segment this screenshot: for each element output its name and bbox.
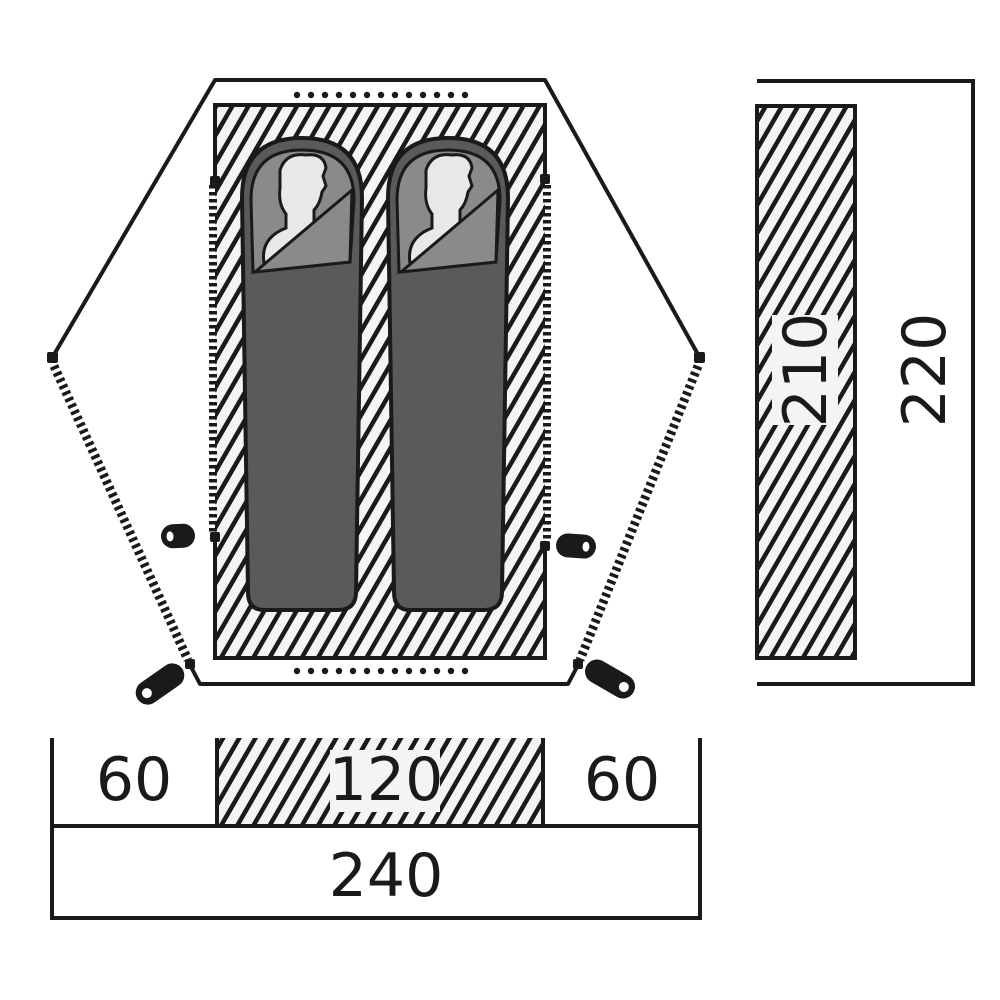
person-icon — [407, 153, 474, 265]
pole-end-icon — [573, 659, 583, 669]
vent-dot — [419, 667, 427, 675]
vent-dots-bottom — [293, 667, 469, 675]
vent-dots-top — [293, 91, 469, 99]
pole-end-icon — [47, 352, 58, 363]
vent-dot — [461, 667, 469, 675]
total-width-label: 240 — [329, 841, 444, 911]
vent-dot — [335, 667, 343, 675]
total-length-label: 220 — [890, 313, 960, 428]
tent-fly-outline — [50, 78, 702, 686]
pole-end-icon — [185, 659, 195, 669]
vent-dot — [391, 91, 399, 99]
vent-dot — [321, 667, 329, 675]
vestibule-right-width-label: 60 — [584, 745, 660, 815]
vent-dot — [293, 667, 301, 675]
vent-dot — [377, 91, 385, 99]
tent-stake-icon — [135, 663, 185, 705]
vent-dot — [321, 91, 329, 99]
inner-length-label: 210 — [771, 313, 841, 428]
sleeping-bag-icon — [239, 135, 365, 612]
tent-stake-icon — [585, 659, 635, 699]
vestibule-left-width-label: 60 — [96, 745, 172, 815]
tent-stake-icon — [556, 533, 596, 559]
vent-dot — [405, 667, 413, 675]
door-zipper-right — [575, 364, 703, 662]
vent-dot — [307, 91, 315, 99]
vent-dot — [433, 667, 441, 675]
vent-dot — [335, 91, 343, 99]
sleeping-bag-icon — [385, 135, 511, 612]
vent-dot — [391, 667, 399, 675]
vent-dot — [363, 667, 371, 675]
vent-dot — [447, 667, 455, 675]
tent-stake-icon — [161, 523, 195, 549]
vent-dot — [419, 91, 427, 99]
vent-dot — [447, 91, 455, 99]
inner-width-label: 120 — [329, 745, 444, 815]
person-icon — [261, 153, 328, 265]
vent-dot — [377, 667, 385, 675]
vent-dot — [433, 91, 441, 99]
vent-dot — [461, 91, 469, 99]
vent-dot — [349, 667, 357, 675]
vent-dot — [363, 91, 371, 99]
vent-dot — [405, 91, 413, 99]
total-length-box — [757, 79, 975, 686]
vent-dot — [307, 667, 315, 675]
vent-dot — [349, 91, 357, 99]
pole-end-icon — [694, 352, 705, 363]
door-zipper-left — [49, 364, 193, 662]
vent-dot — [293, 91, 301, 99]
